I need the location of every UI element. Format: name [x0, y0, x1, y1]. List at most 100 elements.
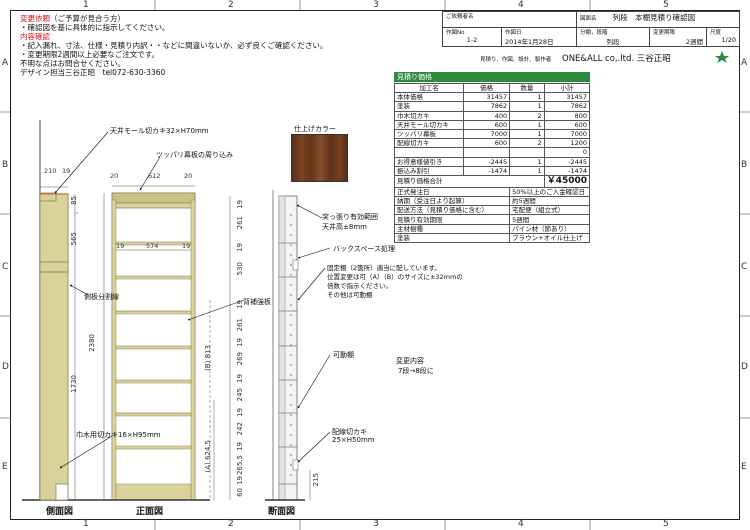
col-label-1-top: 1 — [83, 0, 89, 10]
dim-section-2: 19 — [236, 243, 244, 252]
dim-section-13: 265.5 — [236, 455, 244, 476]
estimate-title: 見積り価格 — [394, 72, 590, 82]
note-content-check: 内容確認 — [20, 32, 50, 41]
row-label-c-right: C — [741, 262, 748, 272]
info-value: ブラウン+オイル仕上げ — [509, 232, 590, 244]
note-line-2: ・確認図を基に具体的に指示してください。 — [20, 23, 170, 32]
info-row: 主材樹種パイン材（節あり） — [393, 223, 590, 234]
dim-side-top-0: 210 — [44, 167, 57, 175]
note-line-6: 不明な点はお問合せください。 — [20, 59, 125, 68]
dim-A: (A) 624.5 — [204, 440, 212, 473]
col-label-4-top: 4 — [518, 0, 524, 10]
dim-front-total: 2380 — [88, 334, 96, 352]
estimate-cell: 振込み割引 — [393, 165, 465, 176]
col-label-5-top: 5 — [663, 0, 669, 10]
category: 列段 — [606, 38, 620, 46]
info-row: 配送方法（見積り価格に含む）宅配便（組立式） — [393, 205, 590, 216]
dim-side-top-1: 19 — [62, 167, 71, 175]
estimate-cell: 7000 — [463, 128, 511, 140]
drawing-no-label: 作図No — [446, 30, 465, 36]
row-label-d-right: D — [741, 362, 748, 372]
info-value: 約5週間 — [509, 196, 590, 207]
category-label: 分類，段階 — [580, 30, 608, 36]
estimate-cell: -2445 — [463, 156, 511, 167]
estimate-cell: 配線切カキ — [393, 138, 465, 149]
dim-section-14: 19 — [236, 476, 244, 485]
estimate-cell: 600 — [543, 119, 591, 130]
estimate-cell: -2445 — [543, 156, 591, 167]
row-label-a-left: A — [2, 58, 9, 68]
estimate-cell: 600 — [463, 138, 511, 149]
label-backspace: バックスペース処理 — [333, 245, 395, 253]
company-desc: 見積り、作図、設計、製作者 — [480, 57, 552, 63]
info-row: 塗装ブラウン+オイル仕上げ — [393, 232, 590, 244]
estimate-cell — [463, 147, 511, 158]
scale-label: 尺度 — [710, 30, 722, 36]
label-back-brace: 背補強板 — [243, 298, 271, 306]
section-view — [272, 190, 299, 501]
dim-front-top-0: 20 — [110, 172, 119, 180]
drawing-no: 1-2 — [466, 36, 478, 44]
estimate-cell: 0 — [543, 147, 591, 158]
info-value: 5週間 — [509, 214, 590, 225]
front-view — [111, 192, 196, 501]
side-view — [39, 192, 69, 501]
dim-section-4: 19 — [236, 300, 244, 309]
caption-section-view: 断面図 — [268, 507, 296, 517]
scale: 1/20 — [721, 36, 736, 44]
deadline: 2週間 — [685, 38, 703, 46]
dim-section-5: 261 — [236, 318, 244, 332]
estimate-cell — [393, 147, 465, 158]
dim-section-1: 261 — [236, 216, 244, 230]
label-tsuppari: ツッパリ幕板の周り込み — [156, 151, 233, 159]
info-label: 見積り有効期限 — [393, 214, 511, 225]
label-side-panel-line: 側板分割線 — [84, 293, 119, 301]
row-label-e-left: E — [2, 462, 8, 472]
label-change-text: 7段→8段に — [398, 367, 434, 375]
dim-section-8: 19 — [236, 374, 244, 383]
dim-front-top-2: 20 — [184, 172, 193, 180]
col-label-5-bottom: 5 — [663, 519, 669, 529]
dim-section-11: 242 — [236, 422, 244, 436]
row-label-b-right: B — [741, 160, 748, 170]
label-movable-shelf: 可動棚 — [333, 351, 354, 359]
dim-section-0: 19 — [236, 200, 244, 209]
swatch-label: 仕上げカラー — [294, 125, 336, 133]
drawing-name: 列段 本棚見積り確認図 — [612, 13, 696, 22]
dim-side-v-0: 85 — [70, 196, 78, 205]
caption-side-view: 側面図 — [46, 507, 74, 517]
estimate-cell: 7000 — [543, 128, 591, 140]
row-label-d-left: D — [2, 362, 9, 372]
dim-side-v-1: 565 — [70, 232, 78, 246]
label-tsuppari-range: 突っ張り有効範囲 — [322, 213, 378, 221]
estimate-cell: -1474 — [543, 165, 591, 176]
label-fixed-shelf-1: 固定棚（2箇所）適当に配しています。 — [327, 264, 441, 272]
estimate-cell: 600 — [463, 119, 511, 130]
label-fixed-shelf-2: 位置変更は可（A）（B）のサイズに±32mmの — [327, 273, 463, 281]
dim-section-6: 19 — [236, 338, 244, 347]
col-label-4-bottom: 4 — [518, 519, 524, 529]
label-fixed-shelf-3: 倍数で指示ください。 — [327, 282, 392, 290]
estimate-total-row: 見積り価格合計 ￥45000 — [394, 174, 591, 188]
date-label: 作図日 — [505, 30, 522, 36]
info-label: 塗装 — [393, 232, 511, 244]
drawing-sheet — [10, 10, 740, 520]
dim-section-7: 269 — [236, 352, 244, 366]
label-baseboard: 巾木用切カキ16×H95mm — [76, 431, 161, 439]
info-value: パイン材（節あり） — [509, 223, 590, 234]
label-change-title: 変更内容 — [396, 357, 424, 365]
label-wiring: 配線切カキ — [332, 428, 367, 436]
info-label: 配送方法（見積り価格に含む） — [393, 205, 511, 216]
